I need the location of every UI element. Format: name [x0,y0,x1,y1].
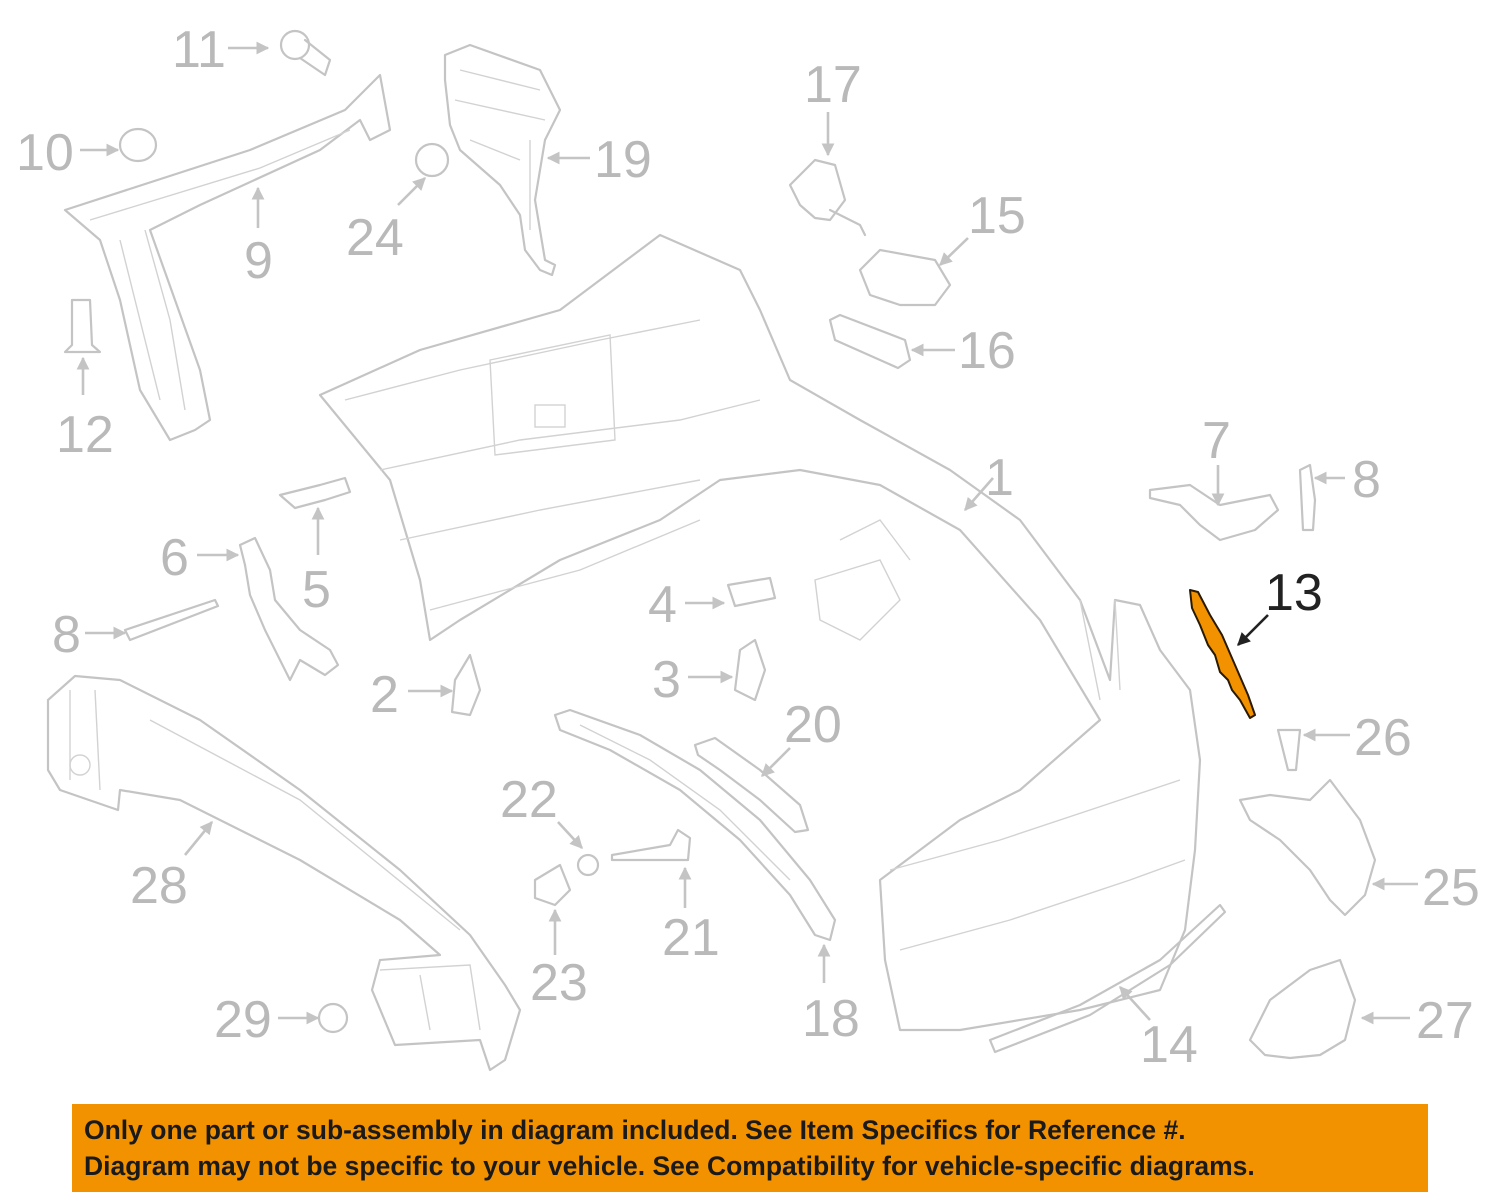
callout-19: 19 [594,131,652,189]
part-16-reflector [828,313,912,370]
disclaimer-line-1: Only one part or sub-assembly in diagram… [84,1115,1186,1145]
callout-22: 22 [500,771,558,829]
callout-4: 4 [648,576,677,634]
callout-17: 17 [804,56,862,114]
fasteners [63,29,1317,1034]
callout-23: 23 [530,954,588,1012]
callout-24: 24 [346,209,404,267]
disclaimer-line-2: Diagram may not be specific to your vehi… [84,1151,1255,1181]
callout-2: 2 [370,666,399,724]
part-7-bracket [1148,483,1280,542]
leader-lines [76,41,1418,1025]
callout-8-right: 8 [1352,451,1381,509]
callout-25: 25 [1422,859,1480,917]
part-28-reinforcement-beam [46,674,522,1072]
part-18-lower-strip [553,708,837,942]
callout-14: 14 [1140,1016,1198,1074]
part-6-side-bracket [238,536,340,682]
callout-5: 5 [302,561,331,619]
callout-9: 9 [244,232,273,290]
part-20-trim-strip [693,736,810,834]
callout-10: 10 [16,124,74,182]
callout-7: 7 [1202,412,1231,470]
callout-11: 11 [172,21,226,79]
part-14-lower-molding [988,903,1227,1054]
callout-labels: 1 2 3 4 5 6 7 8 8 9 10 11 12 13 14 15 16… [16,21,1480,1074]
callout-3: 3 [652,651,681,709]
callout-8-left: 8 [52,606,81,664]
callout-6: 6 [160,529,189,587]
part-17-sensor-bracket [788,158,867,237]
callout-28: 28 [130,857,188,915]
callout-27: 27 [1416,992,1474,1050]
part-15-mount [858,248,952,307]
callout-15: 15 [968,187,1026,245]
callout-21: 21 [662,909,720,967]
disclaimer-banner: Only one part or sub-assembly in diagram… [72,1104,1428,1192]
part-13-highlighted-bracket [1189,589,1256,719]
part-27-housing [1248,958,1357,1060]
part-25-side-bracket [1238,778,1377,917]
callout-20: 20 [784,696,842,754]
callout-13-highlighted: 13 [1265,564,1323,622]
callout-1: 1 [985,449,1014,507]
part-1-bumper-cover [318,233,1202,1032]
part-9-upper-bracket [63,73,392,442]
callout-26: 26 [1354,709,1412,767]
callout-18: 18 [802,990,860,1048]
callout-16: 16 [958,322,1016,380]
callout-29: 29 [214,991,272,1049]
part-19-side-bracket [443,43,562,277]
callout-12: 12 [56,406,114,464]
